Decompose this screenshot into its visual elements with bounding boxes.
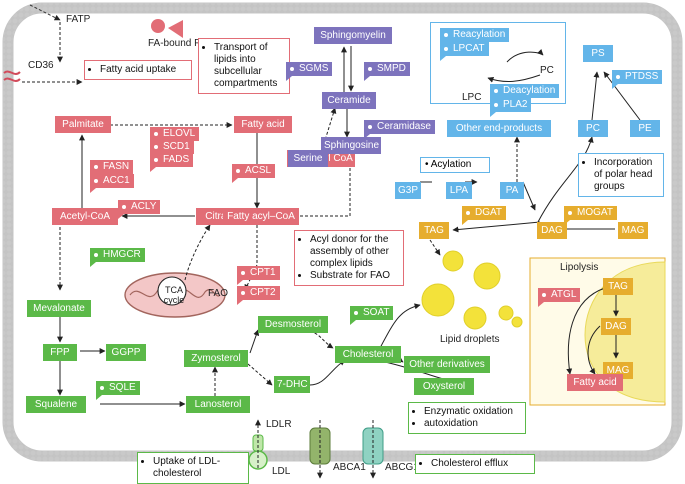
- lpcat-enzyme: LPCAT: [440, 42, 489, 61]
- fatty-acyl-coa-node: Fatty acyl–CoA: [223, 208, 299, 225]
- zymosterol-node: Zymosterol: [184, 350, 248, 367]
- hmgcr-enzyme: HMGCR: [90, 248, 145, 267]
- fatty-acyl-coa-note: Acyl donor for the assembly of other com…: [294, 230, 404, 286]
- mogat-enzyme: MOGAT: [564, 206, 617, 225]
- 7-dhc-node: 7-DHC: [274, 376, 310, 393]
- tca-cycle-label: TCA cycle: [163, 285, 185, 305]
- sgms-enzyme: SGMS: [286, 62, 333, 81]
- acylation-label: Acylation: [430, 159, 472, 170]
- ptdss-enzyme: PTDSS: [612, 70, 663, 89]
- g3p-node: G3P: [395, 182, 421, 199]
- ldl-label: LDL: [272, 466, 291, 477]
- fpp-node: FPP: [43, 344, 77, 361]
- pc-small-label: PC: [540, 65, 554, 76]
- sphingomyelin-node: Sphingomyelin: [314, 27, 392, 44]
- sphingosine-node: Sphingosine: [321, 137, 381, 154]
- mevalonate-node: Mevalonate: [27, 300, 91, 317]
- pc-node: PC: [578, 120, 608, 137]
- elovl-enzyme: ELOVL: [150, 127, 200, 146]
- pa-node: PA: [500, 182, 524, 199]
- acetyl-coa-node: Acetyl-CoA: [52, 208, 118, 225]
- cholesterol-efflux-note: Cholesterol efflux: [415, 454, 535, 474]
- polar-head-note: Incorporation of polar head groups: [578, 153, 664, 197]
- ldl-uptake-note: Uptake of LDL-cholesterol: [137, 452, 249, 484]
- lipid-droplets-graphic: [421, 250, 523, 330]
- atgl-enzyme: ATGL: [538, 288, 581, 307]
- ldlr-label: LDLR: [266, 419, 292, 430]
- lipolysis-dag-node: DAG: [601, 318, 631, 335]
- desmosterol-node: Desmosterol: [258, 316, 328, 333]
- abca1-label: ABCA1: [333, 462, 366, 473]
- fasn-enzyme: FASN: [90, 160, 134, 179]
- fatty-acid-node: Fatty acid: [234, 116, 292, 133]
- cholesterol-node: Cholesterol: [335, 346, 401, 363]
- lipolysis-fatty-acid-node: Fatty acid: [567, 374, 623, 391]
- cd36-label: CD36: [28, 60, 54, 71]
- fatp-label: FATP: [66, 14, 91, 25]
- oxysterol-note: Enzymatic oxidationautoxidation: [408, 402, 526, 434]
- note-item: Acyl donor for the assembly of other com…: [310, 234, 398, 270]
- ps-node: PS: [583, 45, 613, 62]
- other-end-products-node: Other end-products: [447, 120, 551, 137]
- note-item: Incorporation of polar head groups: [594, 157, 658, 193]
- smpd-enzyme: SMPD: [364, 62, 410, 81]
- cpt2-enzyme: CPT2: [237, 286, 280, 305]
- scd1-enzyme: SCD1: [150, 140, 194, 159]
- mag-node: MAG: [618, 222, 648, 239]
- acly-enzyme: ACLY: [118, 200, 161, 219]
- dgat-enzyme: DGAT: [462, 206, 507, 225]
- cpt1-enzyme: CPT1: [237, 266, 280, 285]
- note-item: Transport of lipids into subcellular com…: [214, 42, 284, 90]
- tag-node: TAG: [419, 222, 449, 239]
- acsl-enzyme: ACSL: [232, 164, 276, 183]
- other-derivatives-node: Other derivatives: [404, 356, 490, 373]
- serine-node: Serine: [288, 150, 328, 167]
- lipolysis-title: Lipolysis: [560, 262, 599, 273]
- reacylation-label: Reacylation: [440, 28, 510, 47]
- fads-enzyme: FADS: [150, 153, 194, 172]
- note-item: Fatty acid uptake: [100, 64, 186, 76]
- lipid-droplets-label: Lipid droplets: [440, 334, 500, 345]
- acc1-enzyme: ACC1: [90, 174, 134, 193]
- note-item: Substrate for FAO: [310, 270, 398, 282]
- ceramidase-enzyme: Ceramidase: [364, 120, 435, 139]
- oxysterol-node: Oxysterol: [414, 378, 474, 395]
- lpc-label: LPC: [462, 92, 482, 103]
- ggpp-node: GGPP: [106, 344, 146, 361]
- palmitate-node: Palmitate: [55, 116, 111, 133]
- note-item: Uptake of LDL-cholesterol: [153, 456, 243, 480]
- squalene-node: Squalene: [26, 396, 86, 413]
- transport-note: Transport of lipids into subcellular com…: [198, 38, 290, 94]
- note-item: Cholesterol efflux: [431, 458, 529, 470]
- lanosterol-node: Lanosterol: [186, 396, 250, 413]
- lpa-node: LPA: [446, 182, 472, 199]
- pe-node: PE: [630, 120, 660, 137]
- note-item: Enzymatic oxidation: [424, 406, 520, 418]
- lipolysis-tag-node: TAG: [603, 278, 633, 295]
- fabp-label: FA-bound FABP: [148, 38, 220, 49]
- mitochondrion-graphic: [124, 272, 226, 318]
- note-item: autoxidation: [424, 418, 520, 430]
- soat-enzyme: SOAT: [350, 306, 394, 325]
- deacylation-label: Deacylation: [490, 84, 560, 103]
- ceramide-node: Ceramide: [322, 92, 376, 109]
- acylation-note: • Acylation: [420, 157, 490, 173]
- dag-node: DAG: [537, 222, 567, 239]
- abcg1-label: ABCG1: [385, 462, 419, 473]
- fao-label: FAO: [208, 288, 229, 299]
- pla2-enzyme: PLA2: [490, 98, 532, 117]
- fatty-acid-uptake-note: Fatty acid uptake: [84, 60, 192, 80]
- sqle-enzyme: SQLE: [96, 381, 140, 400]
